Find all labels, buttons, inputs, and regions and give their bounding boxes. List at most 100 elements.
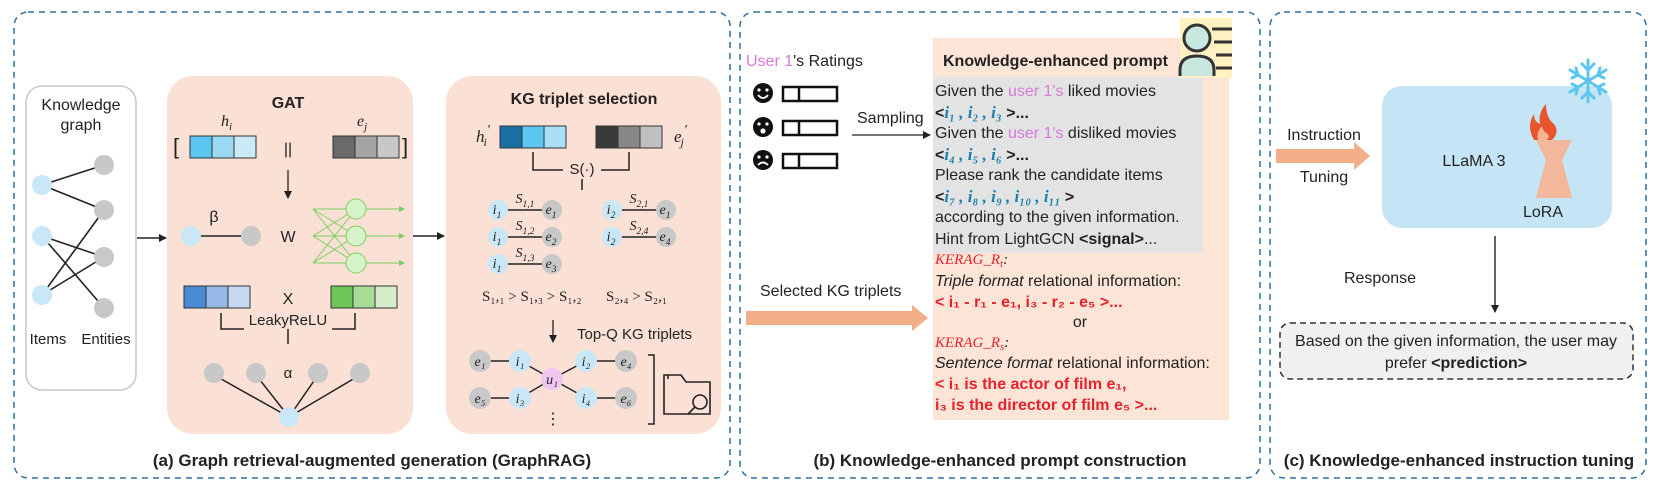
output-line-2: prefer <prediction> (1385, 355, 1527, 372)
panel-b-caption: (b) Knowledge-enhanced prompt constructi… (813, 451, 1186, 470)
gat-item-node (181, 226, 201, 246)
triplet-entity-node (542, 227, 562, 247)
triplet-item-node (602, 227, 622, 247)
neutral-face-icon (753, 117, 773, 137)
instruction-label: Instruction (1287, 127, 1361, 144)
triplet-item-node (488, 227, 508, 247)
selected-kg-label: Selected KG triplets (760, 283, 901, 300)
graph-entity-node (615, 387, 637, 409)
prompt-line: <i₁ , i₂ , i₃ >... (935, 103, 1029, 122)
triplet-item-label: i1 (493, 203, 502, 221)
gat-center-node (279, 407, 299, 427)
happy-face-icon (753, 83, 773, 103)
right-attention-vector (330, 285, 398, 309)
panel-c-border (1269, 11, 1647, 479)
kg-title-line2: graph (61, 117, 102, 134)
alpha-label: α (284, 365, 293, 382)
prompt-line: <i₄ , i₅ , i₆ >... (935, 145, 1029, 164)
kg-item-node (32, 226, 52, 246)
graph-item-node (575, 350, 597, 372)
right-bracket: ] (402, 134, 408, 159)
triplet-score-label: S1,2 (516, 219, 535, 237)
h-i-prime-label: hi′ (476, 123, 491, 149)
instruction-arrow (1276, 142, 1370, 170)
graph-item-node (575, 387, 597, 409)
prompt-line: Please rank the candidate items (935, 167, 1163, 184)
score-function-label: S(·) (570, 161, 595, 178)
triplet-item-node (488, 200, 508, 220)
output-line-1: Based on the given information, the user… (1295, 333, 1617, 350)
items-label: Items (30, 331, 67, 348)
response-label: Response (1344, 270, 1416, 287)
kg-entity-node (94, 155, 114, 175)
triplet-entity-label: e1 (546, 203, 557, 221)
graph-item-node (509, 350, 531, 372)
triplet-entity-node (656, 200, 676, 220)
prompt-line: according to the given information. (935, 209, 1180, 226)
or-label: or (1073, 314, 1088, 331)
lora-upper-trapezoid (1536, 140, 1572, 160)
sentence-content-2: i₃ is the director of film e₅ >... (935, 397, 1157, 414)
topq-label: Top-Q KG triplets (577, 326, 692, 343)
kg-entity-node (94, 247, 114, 267)
user-ratings-label: User 1's Ratings (746, 53, 863, 70)
lora-lower-trapezoid (1536, 160, 1572, 198)
gat-neighbor-node (204, 363, 224, 383)
kg-item-node (32, 175, 52, 195)
user-document-icon (1178, 18, 1232, 78)
triplet-entity-label: e1 (660, 203, 671, 221)
triplet-score-label: S2,4 (630, 219, 649, 237)
graph-item-node (509, 387, 531, 409)
sentence-format-line: Sentence format relational information: (935, 355, 1210, 372)
left-bracket: [ (173, 134, 179, 159)
triplet-item-label: i2 (607, 203, 616, 221)
prompt-title: Knowledge-enhanced prompt (943, 53, 1169, 70)
gat-entity-node (241, 226, 261, 246)
graph-entity-node (469, 350, 491, 372)
llama-label: LLaMA 3 (1442, 153, 1505, 170)
gat-box: GAT hi ej [ || ] β W (167, 76, 413, 434)
lora-label: LoRA (1523, 204, 1563, 221)
h-i-prime-vector (499, 125, 567, 149)
graph-user-node (541, 368, 563, 390)
kg-entity-node (94, 298, 114, 318)
sampling-label: Sampling (857, 110, 924, 127)
llm-box: LLaMA 3 LoRA (1382, 86, 1612, 228)
gat-neighbor-node (246, 363, 266, 383)
sentence-content-1: < i₁ is the actor of film e₁, (935, 376, 1127, 393)
graph-node-label: e₆ (620, 392, 631, 407)
prompt-line: Hint from LightGCN <signal>... (935, 231, 1157, 248)
output-box: Based on the given information, the user… (1279, 322, 1634, 380)
e-j-vector (332, 135, 400, 159)
h-i-label: hi (221, 113, 232, 133)
panel-a-border (13, 11, 731, 479)
triplet-entity-node (542, 200, 562, 220)
tuning-label: Tuning (1300, 169, 1348, 186)
graph-node-label: i₃ (516, 392, 525, 407)
fire-icon (1530, 104, 1557, 140)
graph-node-label: i₄ (582, 392, 591, 407)
kerag-rt-label: KERAG_Rt: (934, 252, 1008, 270)
ratings-list (753, 83, 839, 170)
prompt-line: Given the user 1's liked movies (935, 83, 1156, 100)
leakyrelu-label: LeakyReLU (249, 312, 327, 329)
concat-symbol: || (284, 141, 292, 158)
triplet-score-label: S1,3 (516, 246, 535, 264)
prompt-box: Knowledge-enhanced prompt Given the user… (933, 38, 1229, 420)
triplet-row: i1 e1 S1,1 (488, 192, 562, 221)
triplet-score-label: S1,1 (516, 192, 535, 210)
graph-node-label: i₁ (516, 355, 525, 370)
graph-node-label: e₄ (620, 355, 631, 370)
triplet-item-label: i1 (493, 257, 502, 275)
e-j-prime-label: ej′ (674, 123, 688, 149)
triple-content: < i₁ - r₁ - e₁, i₃ - r₂ - e₅ >... (935, 294, 1123, 311)
kg-entity-node (94, 200, 114, 220)
e-j-label: ej (357, 113, 367, 133)
gat-neighbor-node (350, 363, 370, 383)
